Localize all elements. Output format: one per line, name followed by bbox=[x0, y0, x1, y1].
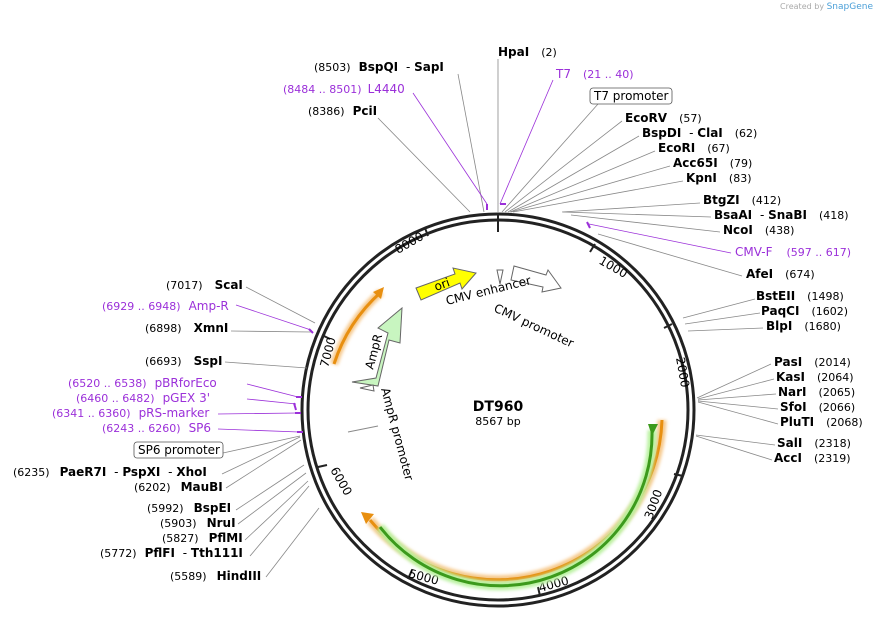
site-sspi: (6693)SspI bbox=[145, 354, 222, 368]
t7-promoter-box: T7 promoter bbox=[589, 87, 673, 105]
site-acc65i: Acc65I(79) bbox=[673, 156, 752, 170]
site-bspdi-clai: BspDI - ClaI(62) bbox=[642, 126, 757, 140]
credit-prefix: Created by bbox=[780, 2, 825, 11]
tick-label-2000: 2000 bbox=[673, 356, 692, 389]
tick-label-8000: 8000 bbox=[393, 229, 426, 256]
sp6-promoter-label: SP6 promoter bbox=[138, 443, 220, 457]
feature-arc-upper-left bbox=[330, 287, 384, 366]
site-pasi: PasI(2014) bbox=[774, 355, 851, 369]
tick-7000 bbox=[321, 334, 331, 340]
site-hindiii: (5589)HindIII bbox=[170, 569, 261, 583]
site-sali: SalI(2318) bbox=[777, 436, 851, 450]
site-ecorv: EcoRV(57) bbox=[625, 111, 702, 125]
site-nari: NarI(2065) bbox=[778, 385, 855, 399]
tick-6000 bbox=[317, 464, 328, 468]
site-hpai: HpaI(2) bbox=[498, 45, 557, 59]
plasmid-name: DT960 bbox=[473, 399, 524, 415]
tick-label-6000: 6000 bbox=[327, 465, 354, 498]
feature-arcs-large bbox=[361, 419, 667, 591]
site-pcii: (8386)PciI bbox=[308, 104, 377, 118]
leader-lines bbox=[221, 59, 779, 578]
site-prs-marker: (6341 .. 6360)pRS-marker bbox=[52, 406, 209, 420]
site-maubi: (6202)MauBI bbox=[134, 480, 223, 494]
snapgene-credit: Created by SnapGene bbox=[780, 2, 873, 12]
tick-marks bbox=[317, 227, 684, 597]
tick-1000 bbox=[589, 243, 596, 253]
snapgene-logo: SnapGene bbox=[826, 2, 873, 12]
tick-2000 bbox=[663, 323, 673, 329]
site-blpi: BlpI(1680) bbox=[766, 319, 841, 333]
site-bsaai-snabi: BsaAI - SnaBI(418) bbox=[714, 208, 849, 222]
site-amp-r: (6929 .. 6948)Amp-R bbox=[102, 299, 229, 313]
site-pflfi-tth111i: (5772)PflFI - Tth111I bbox=[100, 546, 243, 560]
ori-feature: ori bbox=[415, 267, 477, 301]
site-sfoi: SfoI(2066) bbox=[780, 400, 855, 414]
site-nrui: (5903)NruI bbox=[160, 516, 236, 530]
cmv-promoter-label: CMV promoter bbox=[492, 301, 576, 350]
plasmid-length: 8567 bp bbox=[475, 415, 520, 428]
site-acci: AccI(2319) bbox=[774, 451, 851, 465]
site-pflmi: (5827)PflMI bbox=[162, 531, 243, 545]
primer-leader-lines bbox=[217, 79, 732, 433]
site-bsteii: BstEII(1498) bbox=[756, 289, 844, 303]
site-pbrforeco: (6520 .. 6538)pBRforEco bbox=[68, 376, 217, 390]
site-ncoi: NcoI(438) bbox=[723, 223, 794, 237]
tick-5000 bbox=[407, 569, 413, 580]
site-bspqi-sapi: (8503)BspQI - SapI bbox=[314, 60, 444, 74]
site-afei: AfeI(674) bbox=[746, 267, 815, 281]
site-sp6: (6243 .. 6260)SP6 bbox=[102, 421, 211, 435]
tick-8000 bbox=[424, 227, 429, 237]
primer-markers bbox=[293, 203, 591, 433]
site-paqci: PaqCI(1602) bbox=[761, 304, 848, 318]
ampR-promoter-feature: AmpR promoter bbox=[347, 384, 416, 482]
site-btgzi: BtgZI(412) bbox=[703, 193, 781, 207]
site-ecori: EcoRI(67) bbox=[658, 141, 730, 155]
site-cmv-f: CMV-F(597 .. 617) bbox=[735, 245, 851, 259]
site-labels: HpaI(2) T7(21 .. 40) (8503)BspQI - SapI … bbox=[13, 45, 863, 583]
sp6-promoter-box: SP6 promoter bbox=[133, 441, 224, 459]
site-paer7i-pspxi-xhoi: (6235)PaeR7I - PspXI - XhoI bbox=[13, 465, 207, 479]
site-kasi: KasI(2064) bbox=[776, 370, 854, 384]
t7-promoter-label: T7 promoter bbox=[593, 89, 669, 103]
ori-label: ori bbox=[432, 275, 451, 293]
site-l4440: (8484 .. 8501)L4440 bbox=[283, 82, 405, 96]
site-pgex3: (6460 .. 6482)pGEX 3' bbox=[76, 391, 210, 405]
site-pluti: PluTI(2068) bbox=[780, 415, 863, 429]
site-xmni: (6898)XmnI bbox=[145, 321, 228, 335]
site-kpni: KpnI(83) bbox=[686, 171, 752, 185]
tick-4000 bbox=[537, 586, 541, 597]
ampR-promoter-label: AmpR promoter bbox=[378, 386, 416, 482]
site-bspei: (5992)BspEI bbox=[147, 501, 231, 515]
site-scai: (7017)ScaI bbox=[166, 278, 243, 292]
tick-3000 bbox=[673, 473, 684, 477]
site-t7: T7(21 .. 40) bbox=[555, 67, 634, 81]
